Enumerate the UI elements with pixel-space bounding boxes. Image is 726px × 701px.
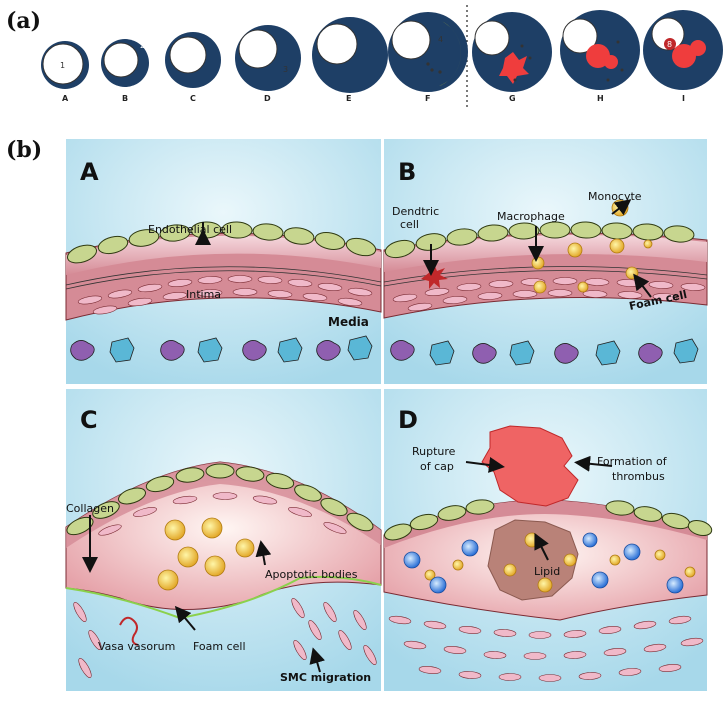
stage-number: 4 bbox=[438, 35, 443, 44]
label-monocyte: Monocyte bbox=[588, 190, 642, 203]
stage-c-vessel bbox=[165, 32, 221, 88]
stage-d-vessel: 3 bbox=[235, 25, 301, 91]
stage-letter: E bbox=[346, 94, 351, 103]
stage-letter: I bbox=[682, 94, 685, 103]
panel-c: C bbox=[65, 389, 382, 691]
stage-number: 1 bbox=[60, 61, 65, 70]
label-dendritic-cell-text: Dendtric bbox=[392, 205, 439, 218]
label-media: Media bbox=[328, 315, 369, 329]
stage-g-vessel bbox=[472, 12, 552, 92]
stage-letter: C bbox=[190, 94, 196, 103]
stage-f-vessel: 4 bbox=[388, 12, 468, 92]
stage-a-vessel: 1 bbox=[41, 41, 89, 89]
panel-d-letter: D bbox=[398, 406, 418, 434]
stage-number: 3 bbox=[283, 65, 288, 74]
label-vasa-vasorum: Vasa vasorum bbox=[98, 640, 175, 653]
part-a-label: (a) bbox=[6, 8, 42, 34]
stage-i-vessel: 8 bbox=[643, 10, 723, 90]
stage-b-vessel: 2 bbox=[101, 39, 149, 87]
label-lipid: Lipid bbox=[534, 565, 560, 578]
panel-b: B bbox=[383, 139, 708, 384]
stage-letter: G bbox=[509, 94, 516, 103]
stage-h-vessel bbox=[560, 10, 640, 90]
stage-letter: B bbox=[122, 94, 128, 103]
part-b-label: (b) bbox=[6, 137, 43, 163]
stage-number: 2 bbox=[140, 41, 145, 50]
panel-a: A bbox=[65, 139, 382, 384]
label-smc-migration: SMC migration bbox=[280, 671, 371, 684]
stage-letter: D bbox=[264, 94, 271, 103]
stage-number: 8 bbox=[667, 40, 672, 49]
stage-e-vessel bbox=[312, 17, 388, 93]
label-apoptotic-bodies: Apoptotic bodies bbox=[265, 568, 358, 581]
label-foam-cell-c: Foam cell bbox=[193, 640, 246, 653]
label-endothelial-cell: Endothelial cell bbox=[148, 223, 232, 236]
lipid-core-shape bbox=[487, 519, 579, 601]
vasa-vasorum-shape bbox=[119, 616, 139, 646]
panel-a-letter: A bbox=[80, 158, 99, 186]
label-formation-of-thrombus: Formation of thrombus bbox=[597, 455, 670, 483]
stage-letter: A bbox=[62, 94, 69, 103]
label-dendritic-cell: Dendtric cell bbox=[392, 205, 443, 231]
label-collagen: Collagen bbox=[66, 502, 114, 515]
panel-b-letter: B bbox=[398, 158, 416, 186]
label-rupture-of-cap: Rupture of cap bbox=[412, 445, 459, 473]
stage-letter: F bbox=[425, 94, 430, 103]
label-intima: Intima bbox=[186, 288, 221, 301]
dendritic-cell-shape bbox=[421, 264, 448, 289]
stage-letter: H bbox=[597, 94, 604, 103]
plaque-progression-row: 1 2 3 4 bbox=[41, 5, 723, 108]
panel-c-letter: C bbox=[80, 406, 98, 434]
panel-d: D bbox=[383, 389, 713, 691]
label-macrophage: Macrophage bbox=[497, 210, 565, 223]
